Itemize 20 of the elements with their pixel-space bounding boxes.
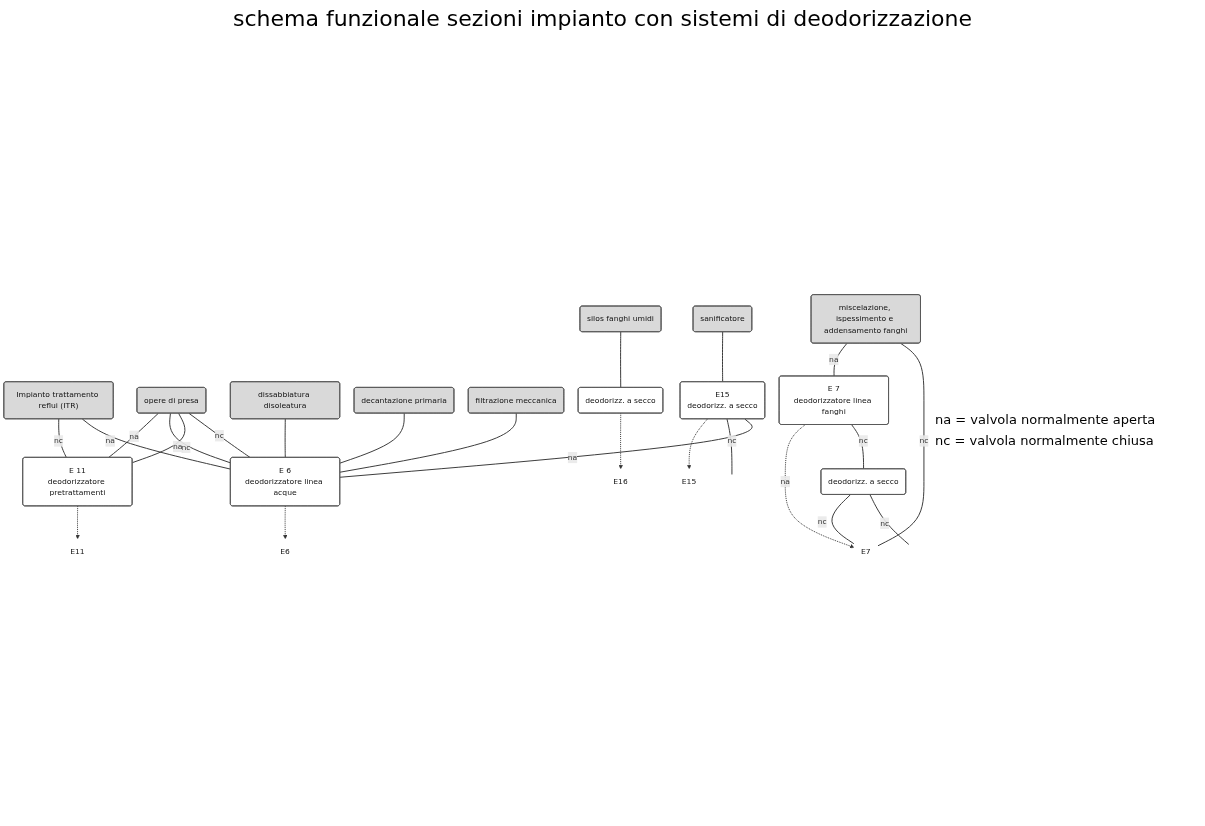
- connector: [869, 494, 910, 545]
- connector: [877, 342, 925, 547]
- connector: [851, 424, 865, 470]
- connector: [833, 342, 848, 377]
- connector: [108, 412, 159, 459]
- connector: [188, 412, 251, 459]
- connector: [831, 494, 855, 545]
- connector: [131, 412, 186, 464]
- diagram-title: schema funzionale sezioni impianto con sistemi di deodorizzazione: [232, 6, 973, 31]
- connector: [284, 418, 286, 459]
- connector: [339, 412, 517, 473]
- connector: [726, 418, 733, 475]
- legend-note: na = valvola normalmente aperta: [935, 411, 1157, 427]
- connector: [58, 418, 67, 459]
- connector: [722, 331, 724, 383]
- connector: [169, 412, 232, 464]
- legend-note: nc = valvola normalmente chiusa: [935, 432, 1155, 448]
- connector: [620, 331, 622, 389]
- connector: [81, 418, 232, 470]
- connector: [339, 412, 405, 464]
